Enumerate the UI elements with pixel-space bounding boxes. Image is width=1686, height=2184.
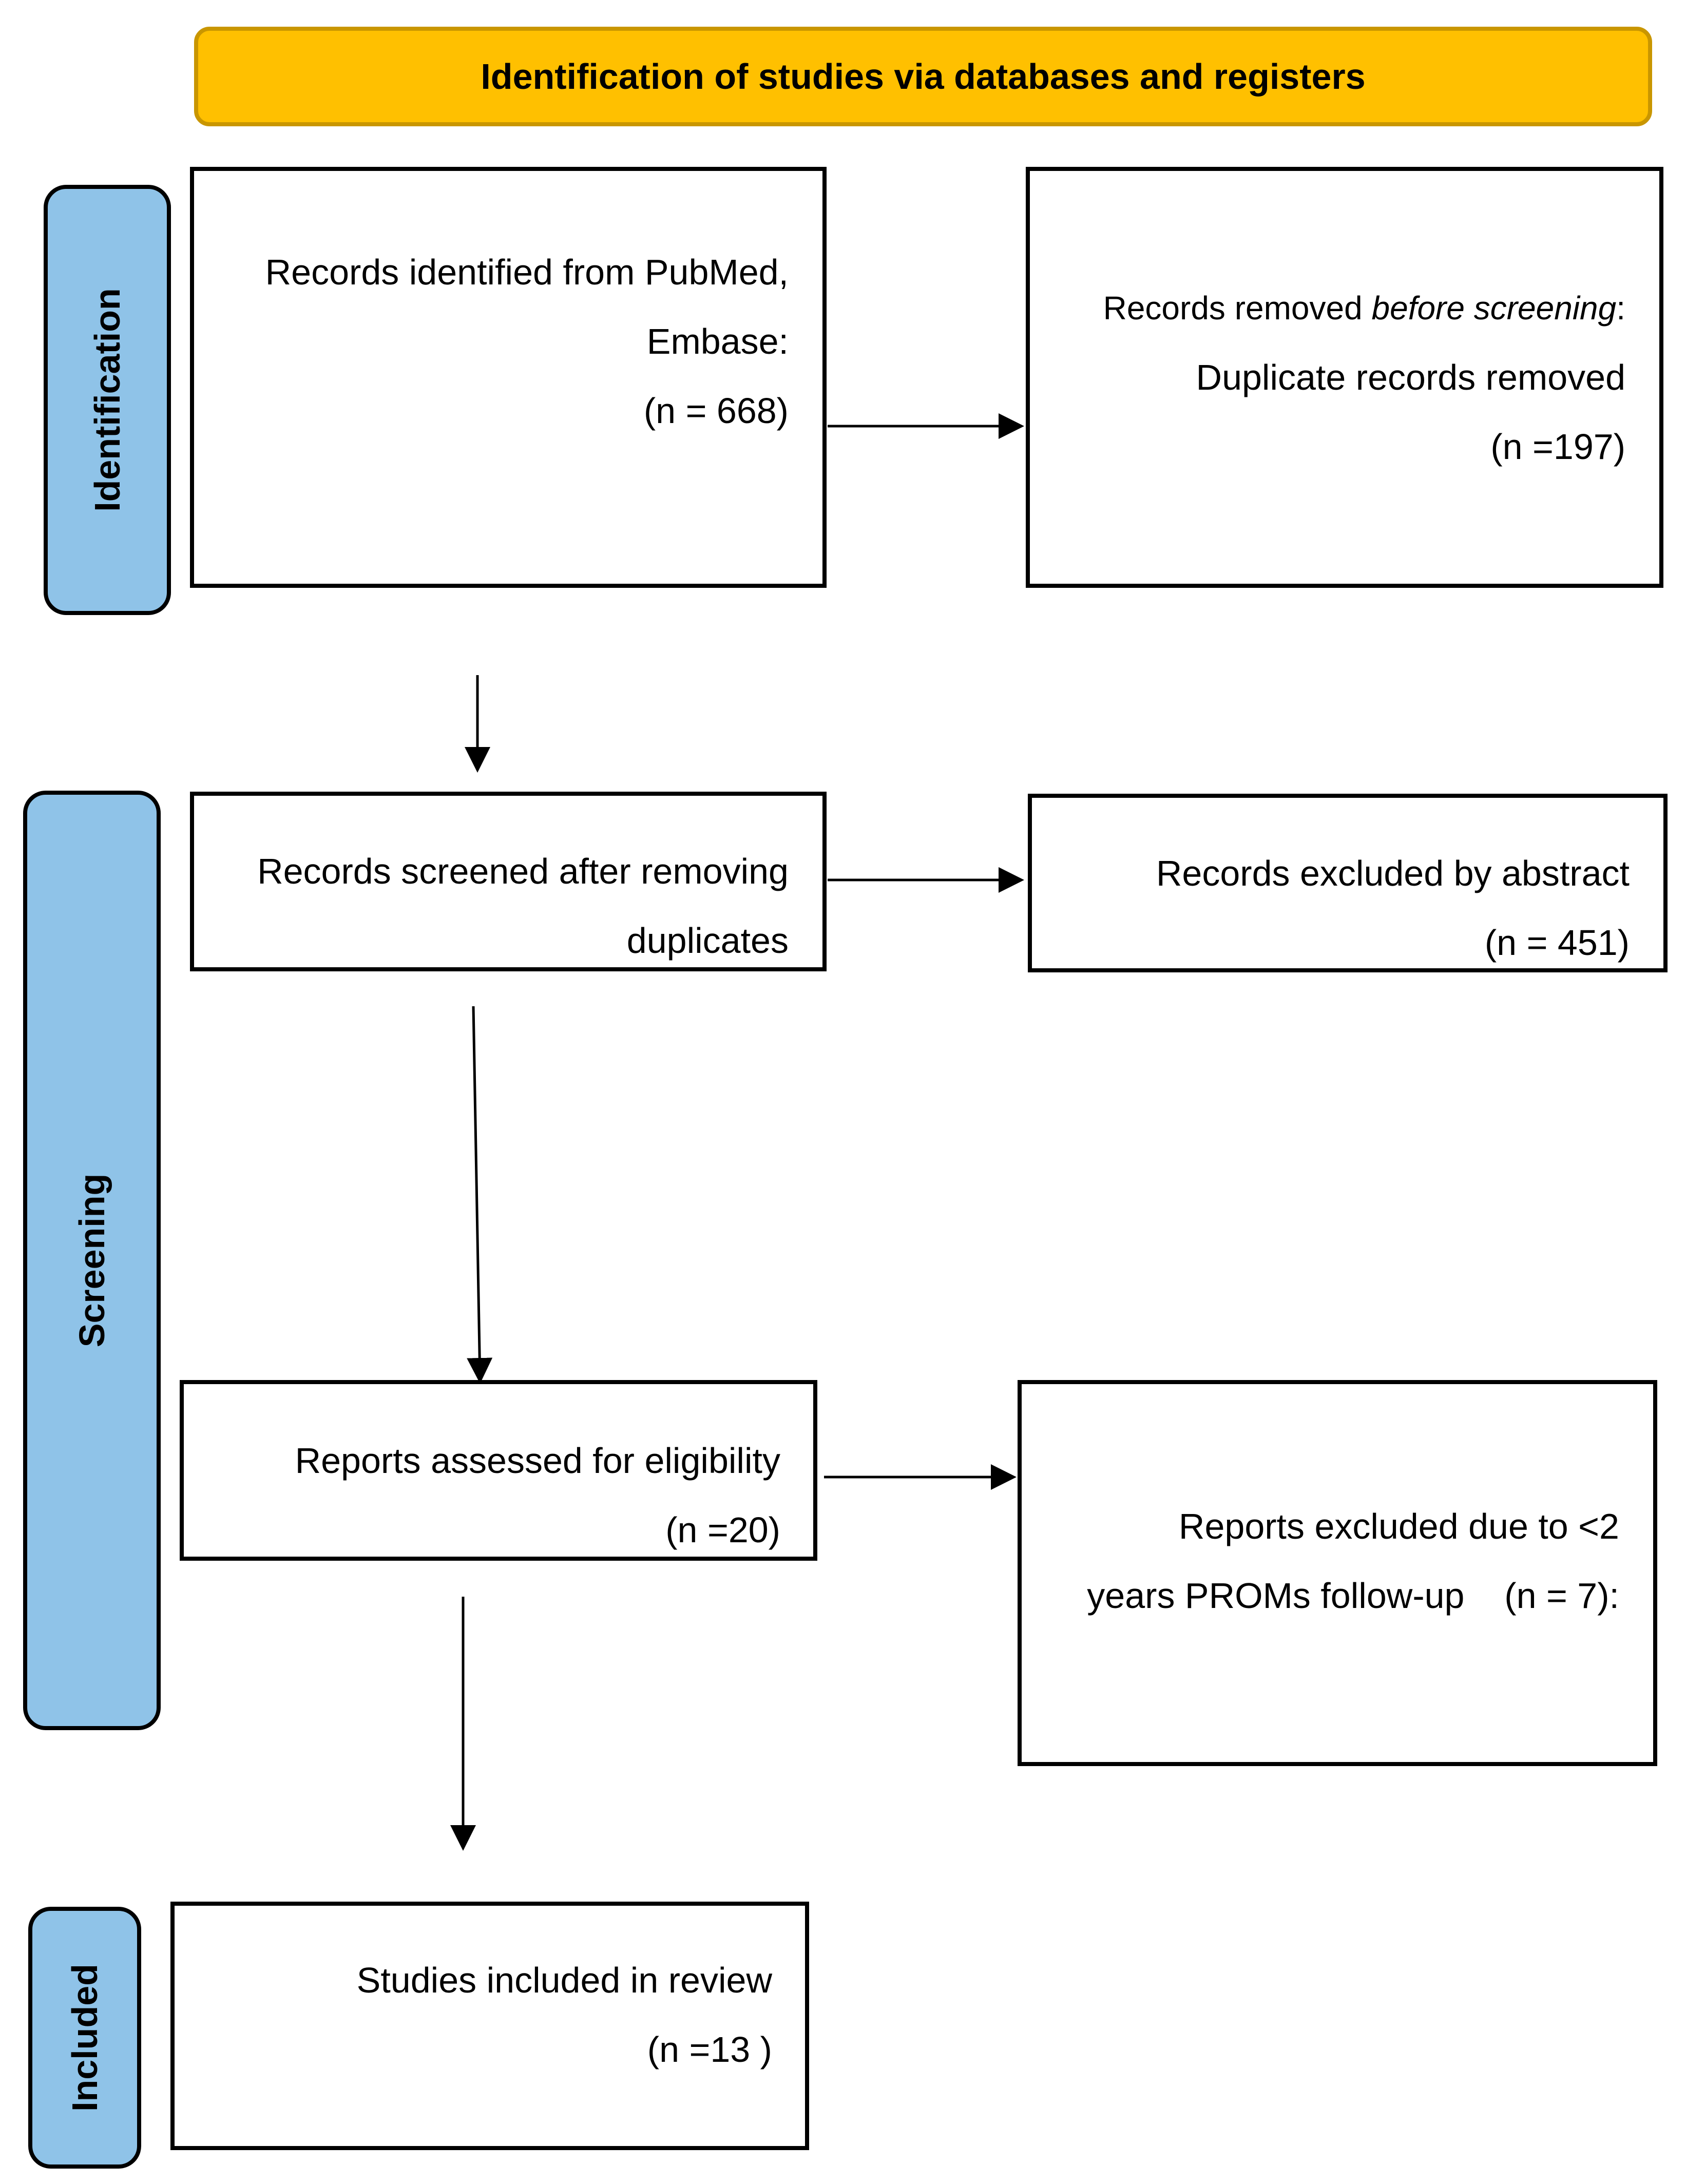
reports-assessed-line1: Reports assessed for eligibility bbox=[295, 1441, 780, 1481]
studies-included-count: (n =13 ) bbox=[647, 2029, 772, 2070]
box-records-identified: Records identified from PubMed, Embase: … bbox=[190, 167, 827, 588]
box-records-screened: Records screened after removing duplicat… bbox=[190, 792, 827, 971]
records-identified-count: (n = 668) bbox=[643, 391, 789, 431]
stage-screening: Screening bbox=[23, 791, 161, 1730]
header-title: Identification of studies via databases … bbox=[481, 56, 1366, 97]
box-studies-included: Studies included in review (n =13 ) bbox=[170, 1902, 809, 2150]
arrow-screened-to-assessed bbox=[467, 1006, 493, 1384]
records-removed-count: (n =197) bbox=[1490, 427, 1625, 467]
stage-identification: Identification bbox=[44, 185, 171, 615]
records-removed-prefix: Records removed bbox=[1103, 290, 1372, 327]
reports-excluded-line2: years PROMs follow-up (n = 7): bbox=[1087, 1576, 1619, 1616]
records-screened-line2: duplicates bbox=[626, 921, 789, 961]
box-reports-assessed: Reports assessed for eligibility (n =20) bbox=[180, 1380, 817, 1561]
records-removed-suffix: : bbox=[1616, 290, 1625, 327]
box-records-removed: Records removed before screening: Duplic… bbox=[1026, 167, 1663, 588]
records-removed-line2: Duplicate records removed bbox=[1196, 357, 1625, 397]
records-excluded-line1: Records excluded by abstract bbox=[1156, 853, 1630, 893]
records-identified-line2: Embase: bbox=[646, 321, 789, 361]
reports-excluded-line1: Reports excluded due to <2 bbox=[1178, 1506, 1619, 1546]
header-banner: Identification of studies via databases … bbox=[194, 27, 1652, 126]
studies-included-line1: Studies included in review bbox=[356, 1960, 772, 2000]
box-reports-excluded: Reports excluded due to <2 years PROMs f… bbox=[1018, 1380, 1657, 1766]
reports-assessed-count: (n =20) bbox=[665, 1510, 780, 1550]
records-removed-italic: before screening bbox=[1371, 290, 1617, 327]
stage-included: Included bbox=[28, 1907, 141, 2169]
records-screened-line1: Records screened after removing bbox=[257, 851, 789, 891]
box-records-excluded: Records excluded by abstract (n = 451) bbox=[1028, 794, 1668, 972]
records-identified-line1: Records identified from PubMed, bbox=[265, 252, 789, 292]
records-excluded-count: (n = 451) bbox=[1484, 923, 1630, 963]
records-removed-line1: Records removed before screening: bbox=[1030, 274, 1625, 343]
